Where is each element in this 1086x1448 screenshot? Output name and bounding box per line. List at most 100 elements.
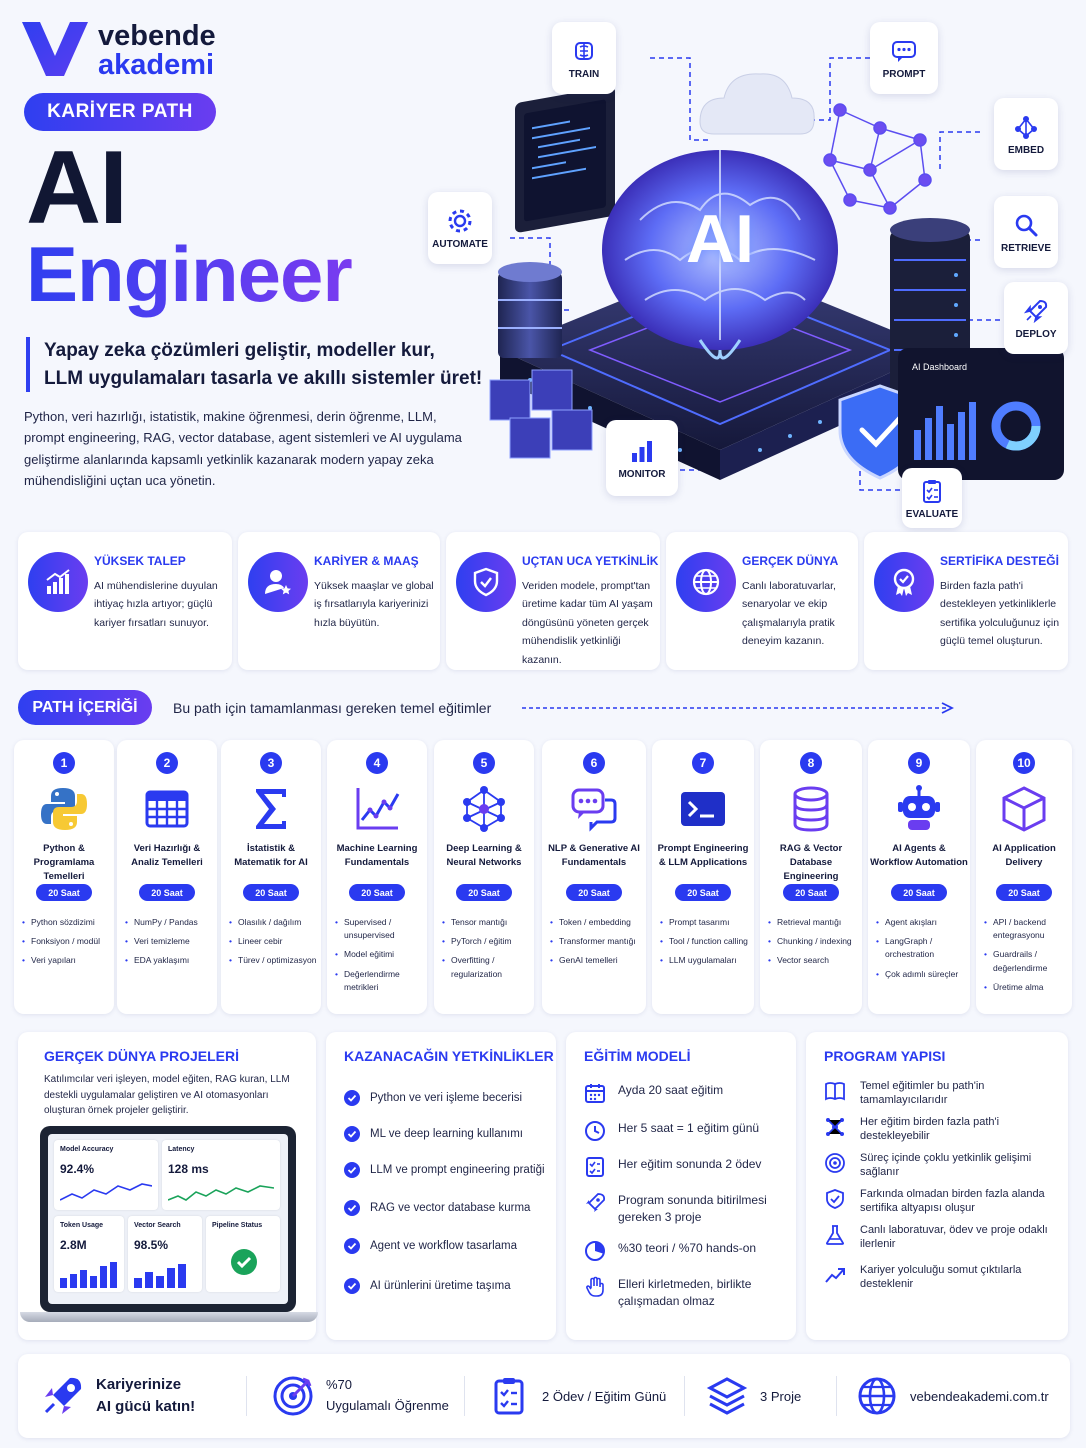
laptop-screen: Model Accuracy 92.4% Latency 128 ms Toke… [40, 1126, 296, 1312]
course-topic: Olasılık / dağılım [229, 916, 317, 929]
gear-icon [448, 209, 472, 232]
structure-item: Temel eğitimler bu path'in tamamlayıcıla… [824, 1080, 1050, 1108]
course-title: Machine Learning Fundamentals [336, 843, 418, 868]
rocket-icon [586, 1193, 606, 1212]
latency-value: 128 ms [168, 1162, 209, 1176]
flask-icon [825, 1225, 845, 1245]
token-usage-label: Token Usage [60, 1222, 104, 1229]
dashboard-screen: Model Accuracy 92.4% Latency 128 ms Toke… [48, 1134, 288, 1304]
course-hours-badge: 20 Saat [891, 884, 947, 901]
brand-name: vebende akademi [98, 22, 216, 80]
book-icon [825, 1082, 845, 1101]
chat-bubbles-icon [571, 788, 617, 832]
path-subtitle: Bu path için tamamlanması gereken temel … [173, 700, 492, 716]
footer-divider [246, 1376, 247, 1416]
course-card-10: 10 AI Application Delivery 20 Saat API /… [976, 740, 1072, 1014]
skill-item: AI ürünlerini üretime taşıma [344, 1278, 511, 1294]
target-icon [273, 1376, 313, 1416]
footer-assignments-text: 2 Ödev / Eğitim Günü [542, 1388, 667, 1404]
course-card-8: 8 RAG & Vector Database Engineering 20 S… [760, 740, 862, 1014]
course-topic: Supervised / unsupervised [335, 916, 423, 942]
course-title: NLP & Generative AI Fundamentals [548, 843, 640, 868]
course-hours-badge: 20 Saat [675, 884, 731, 901]
pipeline-status-widget: Pipeline Status [206, 1216, 280, 1292]
pipeline-status-label: Pipeline Status [212, 1222, 263, 1229]
course-number: 1 [53, 752, 75, 774]
footer-website-link[interactable]: vebendeakademi.com.tr [856, 1354, 1049, 1438]
globe-icon [858, 1377, 896, 1415]
course-topic: Türev / optimizasyon [229, 954, 317, 967]
pie-icon [585, 1241, 605, 1261]
course-hours-badge: 20 Saat [456, 884, 512, 901]
tag-prompt-label: PROMPT [882, 68, 926, 80]
feature-card-end-to-end: UÇTAN UCA YETKİNLİK Veriden modele, prom… [446, 532, 660, 670]
assignment-icon [586, 1157, 604, 1177]
course-number: 5 [473, 752, 495, 774]
structure-panel: PROGRAM YAPISI Temel eğitimler bu path'i… [806, 1032, 1068, 1340]
course-topic: Prompt tasarımı [660, 916, 750, 929]
course-topics: Prompt tasarımı Tool / function calling … [660, 916, 750, 974]
course-topic: Üretime alma [984, 981, 1068, 994]
footer-website-text[interactable]: vebendeakademi.com.tr [910, 1388, 1049, 1404]
education-text: Her 5 saat = 1 eğitim günü [618, 1121, 760, 1135]
tag-retrieve: RETRIEVE [994, 196, 1058, 268]
vector-bars-icon [134, 1264, 186, 1288]
course-topic: Fonksiyon / modül [22, 935, 110, 948]
structure-text: Kariyer yolculuğu somut çıktılarla deste… [860, 1264, 1022, 1290]
course-topic: Chunking / indexing [768, 935, 858, 948]
education-panel: EĞİTİM MODELİ Ayda 20 saat eğitim Her 5 … [566, 1032, 796, 1340]
hero-tagline: Yapay zeka çözümleri geliştir, modeller … [26, 337, 486, 393]
token-usage-widget: Token Usage 2.8M [54, 1216, 124, 1292]
tag-monitor-label: MONITOR [618, 468, 666, 480]
tag-retrieve-label: RETRIEVE [1000, 242, 1051, 254]
chat-prompt-icon [892, 40, 916, 62]
feature-card-real-world: GERÇEK DÜNYA Canlı laboratuvarlar, senar… [666, 532, 858, 670]
education-item: Ayda 20 saat eğitim [584, 1082, 780, 1104]
tag-train: TRAIN [552, 22, 616, 94]
skill-text: RAG ve vector database kurma [370, 1202, 531, 1214]
token-usage-value: 2.8M [60, 1238, 87, 1252]
course-topics: Token / embedding Transformer mantığı Ge… [550, 916, 642, 974]
skill-text: Agent ve workflow tasarlama [370, 1240, 518, 1252]
check-icon [344, 1278, 360, 1294]
tag-evaluate-label: EVALUATE [905, 508, 959, 520]
course-hours-badge: 20 Saat [139, 884, 195, 901]
check-icon [344, 1162, 360, 1178]
structure-item: Farkında olmadan birden fazla alanda ser… [824, 1188, 1050, 1216]
course-topic: Veri temizleme [125, 935, 213, 948]
feature-text: Veriden modele, prompt'tan üretime kadar… [522, 580, 653, 666]
course-topic: Vector search [768, 954, 858, 967]
tag-deploy: DEPLOY [1004, 282, 1068, 354]
sigma-icon [256, 789, 286, 829]
course-number: 2 [156, 752, 178, 774]
brand-line-1: vebende [98, 20, 216, 52]
laptop-base [20, 1312, 318, 1322]
skill-text: Python ve veri işleme becerisi [370, 1092, 523, 1104]
course-topic: LLM uygulamaları [660, 954, 750, 967]
structure-text: Her eğitim birden fazla path'i destekley… [860, 1116, 1000, 1142]
tag-deploy-label: DEPLOY [1015, 328, 1057, 340]
education-item: Her 5 saat = 1 eğitim günü [584, 1120, 780, 1142]
course-card-1: 1 Python & Programlama Temelleri 20 Saat… [14, 740, 114, 1014]
terminal-icon [681, 792, 725, 826]
course-number: 9 [908, 752, 930, 774]
education-item: %30 teori / %70 hands-on [584, 1240, 780, 1262]
tag-prompt: PROMPT [870, 22, 938, 94]
vector-search-widget: Vector Search 98.5% [128, 1216, 202, 1292]
course-topics: Olasılık / dağılım Lineer cebir Türev / … [229, 916, 317, 974]
skills-title: KAZANACAĞIN YETKİNLİKLER [344, 1048, 554, 1064]
course-topic: NumPy / Pandas [125, 916, 213, 929]
laptop-illustration: Model Accuracy 92.4% Latency 128 ms Toke… [20, 1124, 318, 1334]
course-topic: Agent akışları [876, 916, 966, 929]
cube-icon [1002, 786, 1046, 832]
education-item: Her eğitim sonunda 2 ödev [584, 1156, 780, 1178]
bar-chart-icon [632, 440, 652, 462]
course-hours-badge: 20 Saat [243, 884, 299, 901]
course-card-2: 2 Veri Hazırlığı & Analiz Temelleri 20 S… [117, 740, 217, 1014]
globe-icon [676, 552, 736, 612]
tag-embed-label: EMBED [1007, 144, 1045, 156]
course-topic: Retrieval mantığı [768, 916, 858, 929]
course-title: Veri Hazırlığı & Analiz Temelleri [131, 843, 203, 868]
course-topic: Lineer cebir [229, 935, 317, 948]
footer-cta-line-2: AI gücü katın! [96, 1398, 196, 1415]
